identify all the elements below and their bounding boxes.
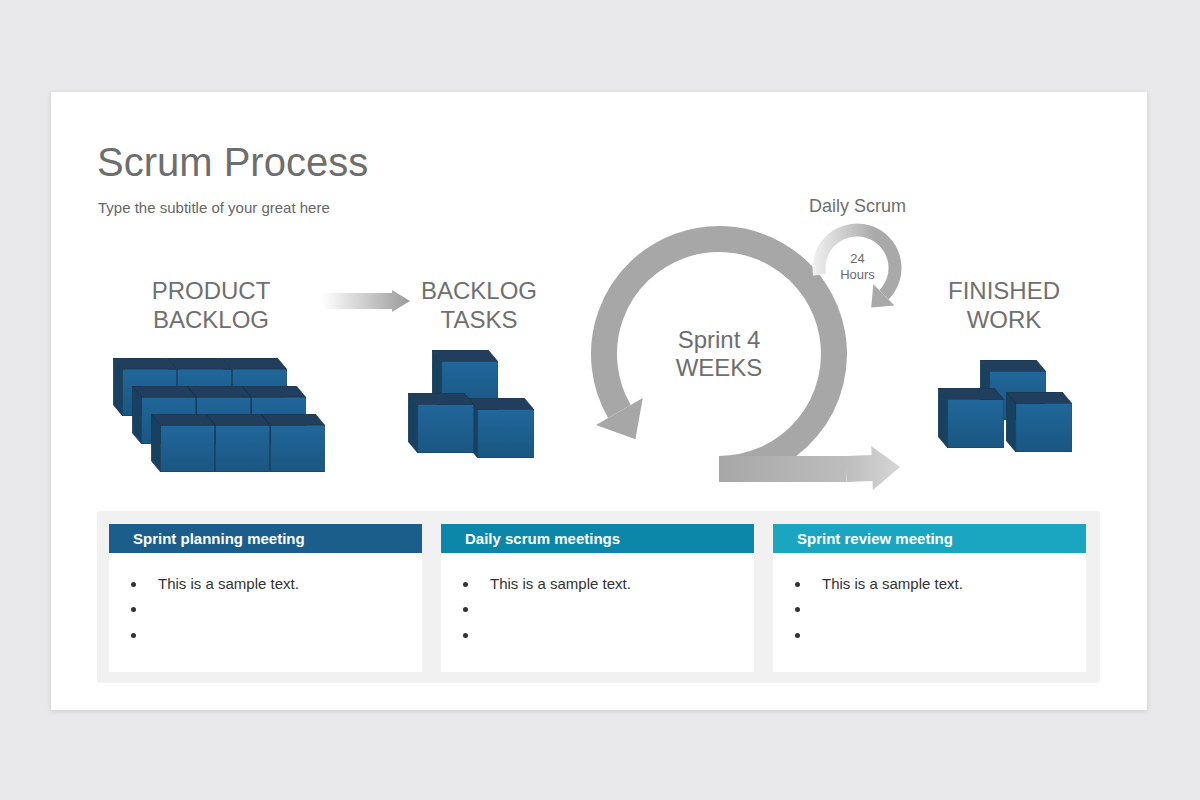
meeting-card: Sprint planning meetingThis is a sample … — [109, 524, 422, 672]
cycle-text: Sprint 4 WEEKS — [669, 326, 769, 382]
loop-title: Daily Scrum — [800, 195, 915, 217]
bullet-dot — [463, 607, 468, 612]
node-heading: FINISHED WORK — [939, 276, 1069, 334]
bullet-dot — [131, 633, 136, 638]
bullet-dot — [795, 582, 800, 587]
cube — [468, 398, 534, 458]
cube-group: BACKLOG TASKS — [410, 272, 548, 467]
flow-arrow — [322, 290, 410, 312]
card-text: This is a sample text. — [158, 575, 408, 593]
node-heading: BACKLOG TASKS — [414, 276, 544, 334]
cube — [206, 414, 270, 472]
daily-loop: Daily Scrum 24 Hours — [800, 192, 915, 322]
subtitle: Type the subtitle of your great here — [98, 199, 330, 217]
bullet-dot — [463, 633, 468, 638]
cube-stack — [408, 350, 534, 458]
card-header: Sprint planning meeting — [133, 524, 305, 553]
bullet-dot — [795, 607, 800, 612]
node-heading: PRODUCT BACKLOG — [146, 276, 276, 334]
meeting-card: Daily scrum meetingsThis is a sample tex… — [441, 524, 754, 672]
ring-tail — [719, 456, 846, 482]
cube-group: FINISHED WORK — [900, 272, 1108, 467]
loop-text: 24 Hours — [837, 251, 879, 283]
ring-arc — [604, 239, 834, 469]
cube-stack — [113, 358, 325, 472]
cube — [938, 388, 1004, 448]
meeting-card: Sprint review meetingThis is a sample te… — [773, 524, 1086, 672]
card-text: This is a sample text. — [822, 575, 1072, 593]
card-text: This is a sample text. — [490, 575, 740, 593]
cube — [261, 414, 325, 472]
flow-arrow — [846, 446, 900, 490]
cube — [408, 393, 474, 453]
sprint-ring — [596, 239, 846, 482]
bullet-dot — [795, 633, 800, 638]
bullet-dot — [463, 582, 468, 587]
sprint-cycle: Sprint 4 WEEKS — [592, 226, 846, 482]
cube-group: PRODUCT BACKLOG — [100, 272, 322, 477]
cube — [1006, 392, 1072, 452]
diagram-title: Scrum Process — [97, 138, 368, 186]
loop-arc — [819, 230, 895, 295]
bullet-dot — [131, 582, 136, 587]
loop-arrowhead — [871, 284, 894, 307]
cube — [151, 414, 215, 472]
daily-ring — [819, 230, 895, 308]
bullet-dot — [131, 607, 136, 612]
cube-stack — [938, 360, 1072, 452]
ring-arrowhead — [596, 398, 643, 439]
card-header: Daily scrum meetings — [465, 524, 620, 553]
card-header: Sprint review meeting — [797, 524, 953, 553]
